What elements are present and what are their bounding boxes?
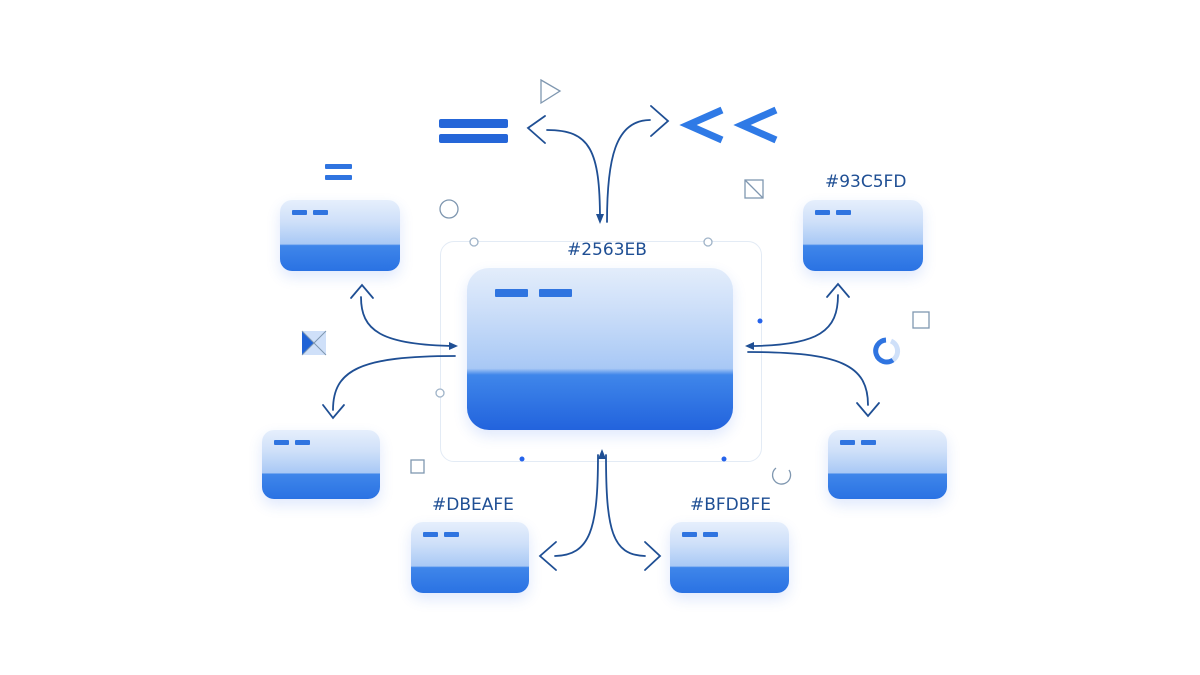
bowtie-icon	[301, 330, 327, 356]
window-card-mid-left[interactable]	[262, 430, 380, 499]
arrow-bottom-left-head	[538, 541, 557, 571]
frame-dot	[757, 318, 763, 324]
title-dash	[495, 289, 528, 297]
title-dash	[539, 289, 572, 297]
arrow-bottom-right-head	[644, 541, 662, 571]
title-dash	[423, 532, 438, 537]
frame-node	[469, 237, 479, 247]
frame-node	[703, 237, 713, 247]
refresh-circle-icon	[771, 467, 792, 485]
title-dash	[444, 532, 459, 537]
arrow-left-down-head	[322, 404, 345, 420]
arrow-top-left-head	[526, 115, 546, 144]
arrow-right-up-curve	[747, 294, 839, 347]
frame-dot	[721, 456, 727, 462]
square-icon	[410, 459, 425, 474]
window-card-bottom-right[interactable]	[670, 522, 789, 593]
arrow-right-up-head	[826, 282, 850, 298]
title-dash	[861, 440, 876, 445]
frame-dot	[519, 456, 525, 462]
title-dash	[313, 210, 328, 215]
arrow-left-up-curve	[360, 296, 456, 347]
arrowhead-bottom-center	[598, 449, 606, 459]
central-window-card[interactable]	[467, 268, 733, 430]
title-dash	[703, 532, 718, 537]
window-card-bottom-left[interactable]	[411, 522, 529, 593]
arrow-left-up-head	[350, 283, 374, 299]
center-color-label: #2563EB	[567, 240, 647, 260]
title-dash	[274, 440, 289, 445]
arrow-right-down-head	[856, 402, 880, 418]
title-dash	[815, 210, 830, 215]
top-right-color-label: #93C5FD	[825, 172, 907, 192]
loading-ring-icon	[873, 337, 901, 365]
arrow-bottom-right-curve	[605, 454, 646, 557]
title-dash	[836, 210, 851, 215]
small-menu-icon	[325, 164, 352, 180]
play-triangle-icon	[540, 78, 562, 105]
arrow-top-right-head	[650, 105, 670, 137]
bottom-right-color-label: #BFDBFE	[690, 495, 771, 515]
title-dash	[295, 440, 310, 445]
title-dash	[682, 532, 697, 537]
frame-node	[435, 388, 445, 398]
window-card-top-right[interactable]	[803, 200, 923, 271]
arrow-top-left-curve	[546, 129, 601, 221]
arrowhead-top-center	[596, 214, 604, 224]
title-dash	[292, 210, 307, 215]
square-diagonal-icon	[744, 179, 764, 199]
arrow-right-down-curve	[747, 351, 869, 406]
arrowhead-right-center	[745, 342, 754, 350]
title-dash	[840, 440, 855, 445]
double-chevron-left-icon	[679, 106, 778, 144]
window-card-top-left[interactable]	[280, 200, 400, 271]
square-icon	[912, 311, 930, 329]
arrow-bottom-left-curve	[554, 454, 599, 557]
arrow-top-right-curve	[606, 119, 651, 223]
arrow-left-down-curve	[332, 355, 456, 411]
bottom-left-color-label: #DBEAFE	[432, 495, 514, 515]
menu-icon	[439, 119, 508, 143]
window-card-mid-right[interactable]	[828, 430, 947, 499]
circle-icon	[439, 199, 459, 219]
arrowhead-left-center	[449, 342, 458, 350]
